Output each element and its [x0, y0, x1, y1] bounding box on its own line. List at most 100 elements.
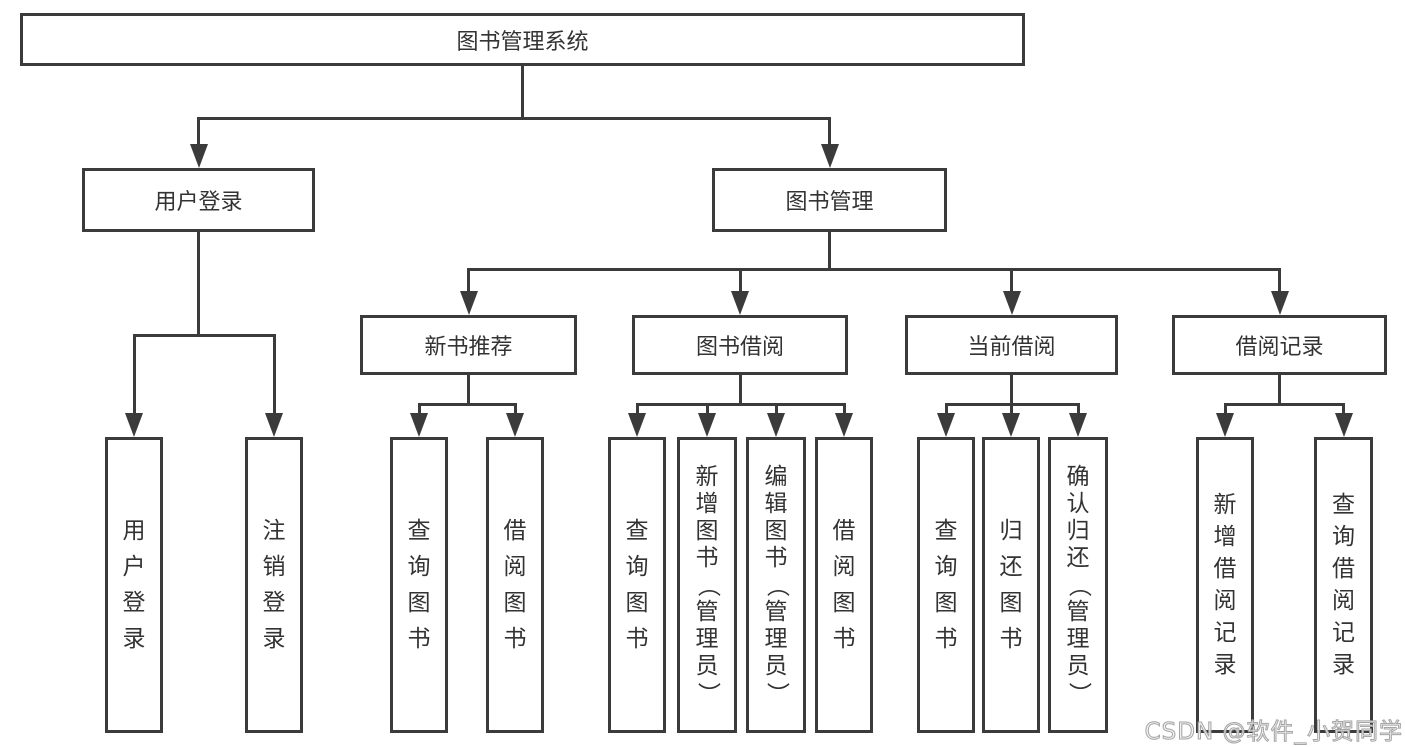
- node-label-char: 新: [695, 463, 719, 490]
- node-label-char: ）: [1065, 681, 1092, 705]
- connector-arrow: [698, 413, 716, 437]
- node-leaf-query-borrow-record: 查询借阅记录: [1314, 437, 1373, 733]
- connector-arrow: [767, 413, 785, 437]
- node-label-char: 借: [503, 517, 527, 544]
- node-leaf-add-borrow-record: 新增借阅记录: [1196, 437, 1254, 733]
- node-label-char: 录: [122, 625, 146, 652]
- node-label-char: 新: [1213, 491, 1237, 518]
- node-label-char: 销: [262, 553, 286, 580]
- connector-line: [1278, 375, 1281, 406]
- connector-line: [1009, 404, 1013, 417]
- node-label-char: 书: [832, 625, 856, 652]
- node-label: 新书推荐: [424, 335, 513, 360]
- node-label-char: 用: [122, 517, 146, 544]
- node-label: 查询图书: [408, 440, 431, 730]
- node-label-char: 登: [262, 589, 286, 616]
- node-label: 新增图书（管理员）: [694, 440, 721, 730]
- node-label-char: 理: [1066, 625, 1090, 652]
- node-label-char: 查: [934, 517, 958, 544]
- connector-arrow: [125, 413, 143, 437]
- connector-line: [738, 269, 742, 295]
- connector-line: [1010, 269, 1013, 295]
- connector-arrow: [820, 144, 839, 168]
- node-label-char: 归: [1066, 517, 1090, 544]
- node-new-book-rec: 新书推荐: [360, 315, 577, 375]
- connector-line: [197, 116, 831, 120]
- node-label-char: 询: [1332, 523, 1355, 550]
- node-label-char: 阅: [503, 553, 527, 580]
- connector-line: [828, 118, 831, 148]
- node-label-char: 阅: [1213, 587, 1237, 614]
- node-label-char: 查: [407, 517, 431, 544]
- node-label-char: 增: [1213, 523, 1237, 550]
- node-label-char: 登: [122, 589, 146, 616]
- node-label-char: 归: [999, 517, 1023, 544]
- connector-line: [1278, 269, 1281, 295]
- node-label: 当前借阅: [967, 335, 1056, 360]
- connector-line: [705, 404, 709, 417]
- node-label-char: 户: [122, 553, 146, 580]
- node-label-char: 图: [695, 517, 719, 544]
- node-label-char: 录: [1332, 651, 1355, 678]
- connector-arrow: [835, 413, 853, 437]
- connector-arrow: [459, 291, 478, 315]
- node-label-char: 询: [934, 553, 958, 580]
- connector-arrow: [265, 413, 283, 437]
- node-book-borrow: 图书借阅: [632, 315, 848, 375]
- connector-line: [738, 375, 742, 406]
- node-label: 注销登录: [263, 440, 286, 730]
- node-label-char: 图: [832, 589, 856, 616]
- connector-line: [944, 404, 948, 417]
- node-label-char: 辑: [764, 490, 788, 517]
- connector-line: [467, 375, 470, 406]
- node-label-char: 还: [1066, 544, 1090, 571]
- node-label-char: 记: [1213, 619, 1237, 646]
- node-current-borrow: 当前借阅: [905, 315, 1118, 375]
- node-label-char: 借: [832, 517, 856, 544]
- connector-arrow: [937, 413, 955, 437]
- connector-line: [417, 404, 421, 417]
- connector-line: [417, 402, 517, 406]
- node-root: 图书管理系统: [20, 13, 1025, 66]
- connector-line: [521, 66, 524, 120]
- node-leaf-query-books-b: 查询图书: [608, 437, 666, 733]
- node-label-char: （: [763, 573, 790, 597]
- node-label: 确认归还（管理员）: [1065, 440, 1092, 730]
- node-label-char: 查: [1332, 491, 1355, 518]
- node-label-char: 注: [262, 517, 286, 544]
- connector-line: [197, 232, 200, 337]
- node-leaf-logout: 注销登录: [245, 437, 303, 733]
- node-label-char: 员: [695, 652, 719, 679]
- node-label-char: 录: [1213, 651, 1237, 678]
- connector-arrow: [1334, 413, 1353, 437]
- connector-arrow: [410, 413, 428, 437]
- connector-line: [132, 335, 136, 417]
- node-label: 借阅图书: [504, 440, 527, 730]
- node-label-char: ）: [694, 681, 721, 705]
- node-label-char: 阅: [1332, 587, 1355, 614]
- connector-line: [467, 269, 470, 295]
- node-label-char: 图: [625, 589, 649, 616]
- node-label-char: 书: [503, 625, 527, 652]
- node-leaf-confirm-return: 确认归还（管理员）: [1048, 437, 1108, 733]
- connector-arrow: [189, 144, 208, 168]
- connector-line: [774, 404, 778, 417]
- node-label-char: ）: [763, 681, 790, 705]
- node-label-char: 图: [764, 517, 788, 544]
- node-label: 借阅图书: [833, 440, 856, 730]
- node-label-char: 书: [764, 544, 788, 571]
- connector-line: [1010, 375, 1013, 406]
- node-label-char: 录: [262, 625, 286, 652]
- connector-arrow: [1002, 291, 1021, 315]
- connector-line: [828, 232, 831, 271]
- node-label-char: 认: [1066, 490, 1090, 517]
- node-label-char: 阅: [832, 553, 856, 580]
- connector-line: [1076, 404, 1080, 417]
- node-label: 归还图书: [1000, 440, 1023, 730]
- node-label: 用户登录: [154, 190, 243, 215]
- node-label: 查询图书: [935, 440, 958, 730]
- connector-arrow: [731, 291, 749, 315]
- node-leaf-add-books: 新增图书（管理员）: [677, 437, 737, 733]
- node-label-char: 书: [934, 625, 958, 652]
